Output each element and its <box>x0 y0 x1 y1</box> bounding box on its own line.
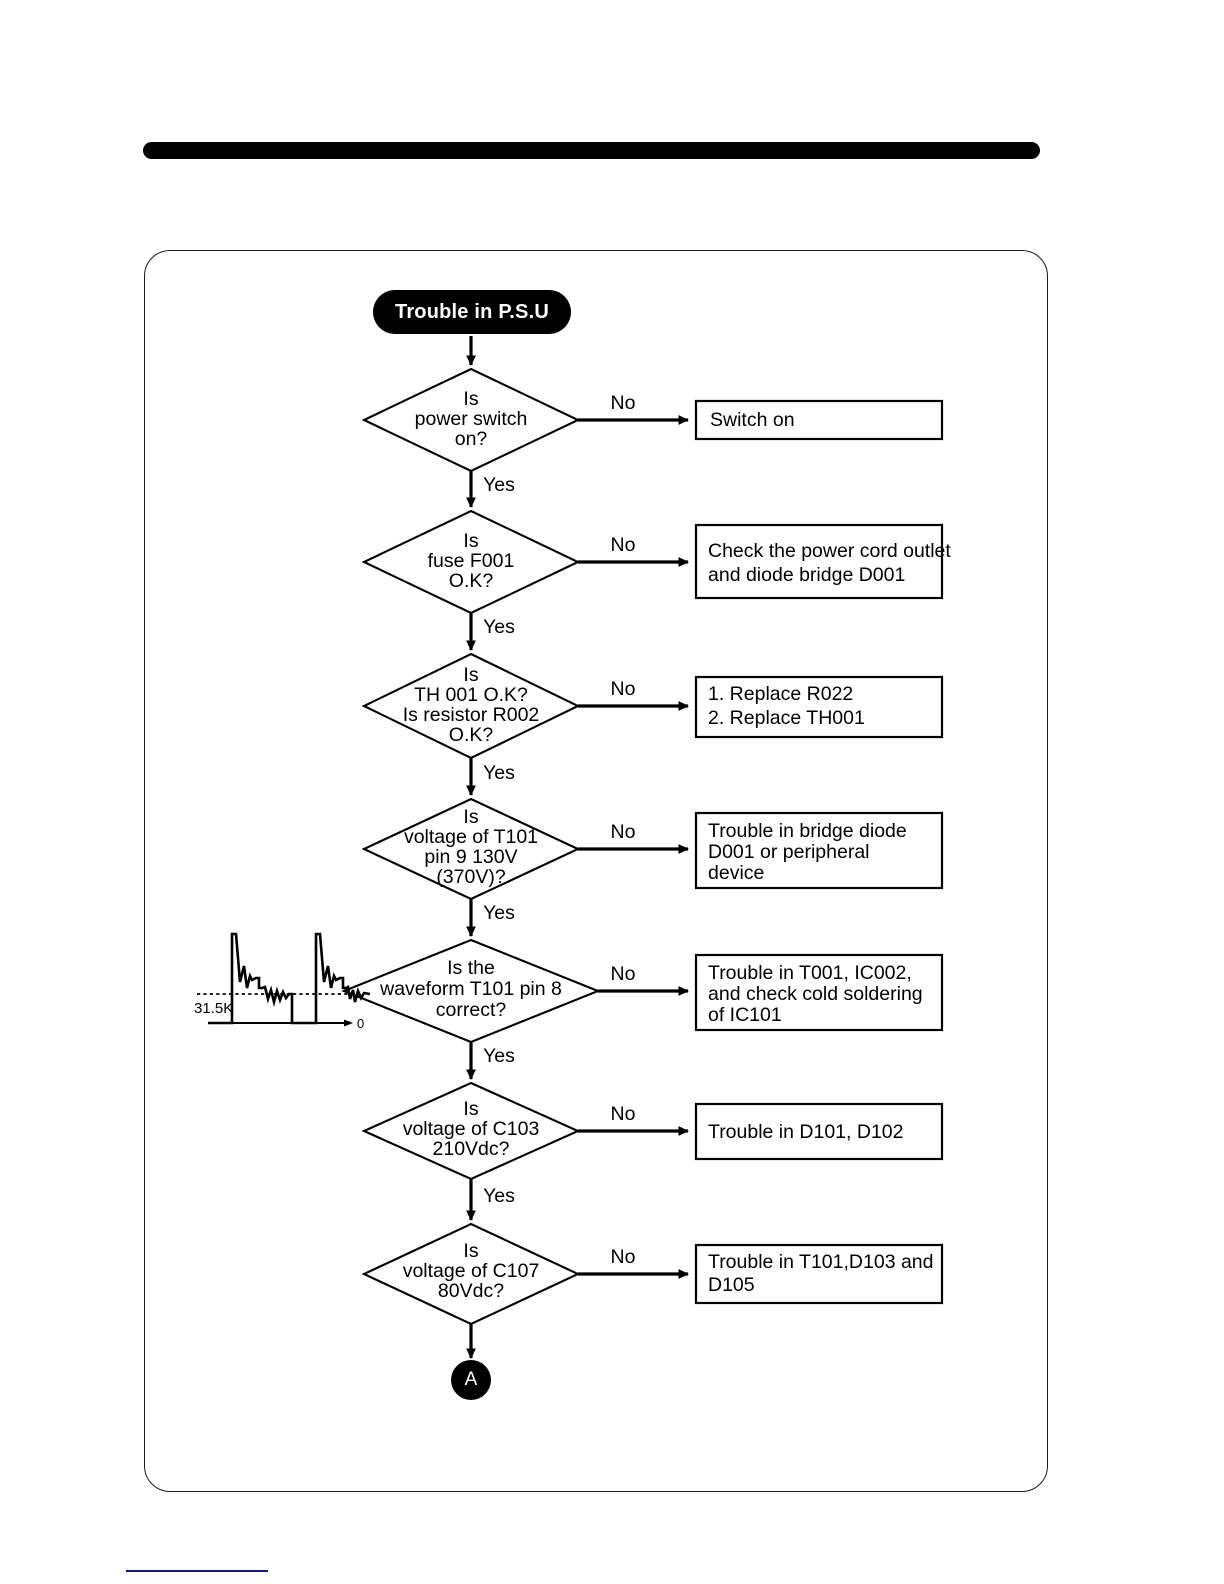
decision-label: voltage of C107 <box>403 1260 540 1282</box>
action-text: Trouble in bridge diode <box>708 820 907 842</box>
edge-label-no: No <box>611 1103 636 1125</box>
action-text: D001 or peripheral <box>708 841 870 863</box>
edge-label-yes: Yes <box>483 474 515 496</box>
decision-label: Is <box>463 664 478 686</box>
action-text: Trouble in T101,D103 and <box>708 1251 934 1273</box>
decision-label: (370V)? <box>436 866 506 888</box>
action-text: and diode bridge D001 <box>708 564 905 586</box>
action-text: 1. Replace R022 <box>708 683 853 705</box>
decision-label: Is <box>463 388 478 410</box>
header-rule <box>143 142 1040 159</box>
waveform-trace <box>208 932 371 1025</box>
edge-label-no: No <box>611 392 636 414</box>
edge-label-yes: Yes <box>483 1045 515 1067</box>
flowchart-panel <box>144 250 1048 1492</box>
decision-label: correct? <box>436 999 507 1021</box>
connector-label: A <box>464 1369 478 1390</box>
action-text: and check cold soldering <box>708 983 923 1005</box>
edge-label-no: No <box>611 1246 636 1268</box>
decision-label: Is the <box>447 957 495 979</box>
decision-label: waveform T101 pin 8 <box>379 978 562 1000</box>
action-text: Trouble in D101, D102 <box>708 1121 903 1143</box>
decision-label: Is <box>463 1098 478 1120</box>
action-text: 2. Replace TH001 <box>708 707 865 729</box>
edge-label-no: No <box>611 534 636 556</box>
action-text: Switch on <box>710 409 795 431</box>
waveform-inset: 31.5K 0 <box>192 918 372 1033</box>
waveform-axis-arrowhead <box>344 1019 353 1027</box>
decision-label: fuse F001 <box>428 550 515 572</box>
edge-label-yes: Yes <box>483 762 515 784</box>
action-text: device <box>708 862 764 884</box>
edge-label-yes: Yes <box>483 616 515 638</box>
decision-label: TH 001 O.K? <box>414 684 528 706</box>
edge-label-yes: Yes <box>483 1185 515 1207</box>
decision-label: O.K? <box>449 724 494 746</box>
decision-label: Is resistor R002 <box>403 704 540 726</box>
connector-circle-a[interactable]: A <box>451 1360 491 1400</box>
decision-label: 210Vdc? <box>433 1138 510 1160</box>
decision-label: voltage of T101 <box>404 826 538 848</box>
edge-label-no: No <box>611 963 636 985</box>
decision-label: 80Vdc? <box>438 1280 504 1302</box>
edge-label-no: No <box>611 678 636 700</box>
decision-label: O.K? <box>449 570 494 592</box>
action-text: of IC101 <box>708 1004 782 1026</box>
decision-label: power switch <box>415 408 528 430</box>
decision-label: voltage of C103 <box>403 1118 540 1140</box>
start-terminator-label: Trouble in P.S.U <box>395 300 549 323</box>
waveform-amplitude-label: 31.5K <box>194 1000 233 1017</box>
footer-rule <box>126 1570 268 1572</box>
action-text: D105 <box>708 1274 755 1296</box>
edge-label-no: No <box>611 821 636 843</box>
start-terminator[interactable]: Trouble in P.S.U <box>373 290 571 334</box>
waveform-baseline-label: 0 <box>357 1016 364 1031</box>
decision-label: Is <box>463 530 478 552</box>
decision-label: on? <box>455 428 488 450</box>
decision-label: Is <box>463 806 478 828</box>
decision-label: pin 9 130V <box>424 846 517 868</box>
decision-label: Is <box>463 1240 478 1262</box>
action-text: Check the power cord outlet <box>708 540 951 562</box>
action-text: Trouble in T001, IC002, <box>708 962 912 984</box>
edge-label-yes: Yes <box>483 902 515 924</box>
